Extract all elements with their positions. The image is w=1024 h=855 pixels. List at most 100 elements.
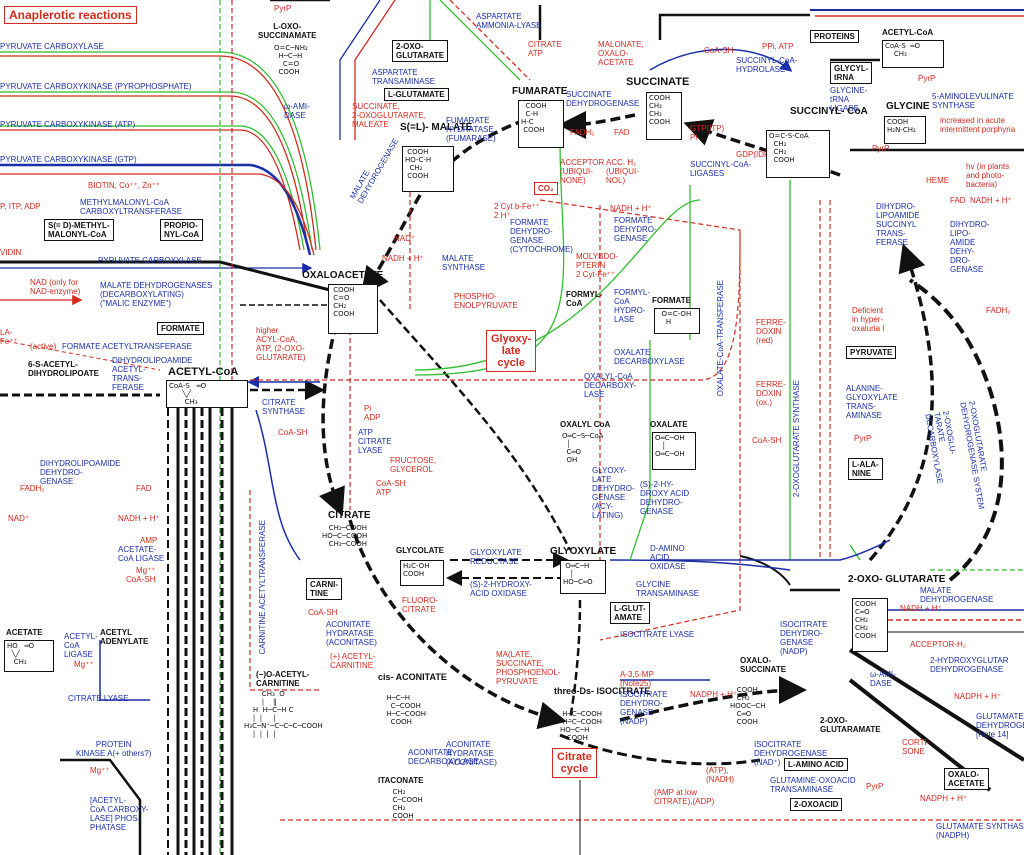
glutamate-dh-note-label: GLUTAMATE DEHYDROGE [Note 14] [976, 712, 1024, 739]
fad-right-label: FAD [950, 196, 966, 205]
acyl-coa-label: higher ACYL-CoA, ATP, (2-OXO- GLUTARATE) [256, 326, 306, 362]
fumarate-title: FUMARATE [512, 86, 568, 97]
oxoglutaramate-label: 2-OXO- GLUTARAMATE [820, 716, 881, 734]
acetate-label: ACETATE [6, 628, 43, 637]
l-amino-acid-box: L-AMINO ACID [784, 758, 848, 771]
succinyl-coa-hydrolase-label: SUCCINYL-CoA- HYDROLASE [736, 56, 798, 74]
o-acetyl-carnitine-structure: CH₃ O | ‖ H H─C─H C | | | H₃C─N⁺─C─C─C─C… [244, 690, 323, 738]
red-dashed-lines [249, 160, 1024, 821]
pyruvate-carboxykinase-gtp-label: PYRUVATE CARBOXYKINASE (GTP) [0, 155, 137, 164]
acceptor-label: ACCEPTOR (UBIQUI- NONE) [560, 158, 605, 185]
formyl-coa-label: FORMYL- CoA [566, 290, 603, 308]
methylmalonyl-transferase-label: METHYLMALONYL-CoA CARBOXYLTRANSFERASE [80, 198, 183, 216]
acetyl-coa-links [0, 304, 330, 561]
formate-dh-label: FORMATE DEHYDRO- GENASE [614, 216, 657, 243]
active-label: (active) [30, 342, 57, 351]
cis-aconitate-structure: H─C─H C─COOH H─C─COOH COOH [386, 694, 426, 726]
malic-enzyme-label: MALATE DEHYDROGENASES (DECARBOXYLATING) … [100, 281, 213, 308]
carnitine-box: CARNI- TINE [306, 578, 342, 600]
pdh-phosphatase-label: [ACETYL- CoA CARBOXY- LASE] PHOS- PHATAS… [90, 796, 149, 832]
acetyl-coa-top-right-structure: CoA-S ═O CH₃ [882, 40, 944, 68]
nad-malic-label: NAD (only for NAD-enzyme) [30, 278, 81, 296]
blue-lines [99, 48, 1024, 701]
fumarase-label: FUMARATE HYDRATASE (FUMARASE) [446, 116, 496, 143]
pyrp-top-label: PyrP [274, 4, 292, 13]
atp-list-label: Pi ADP [364, 404, 381, 422]
itp-adp-label: P, ITP, ADP [0, 202, 41, 211]
methylmalonyl-coa-box: S(= D)-METHYL- MALONYL-CoA [44, 219, 114, 241]
heme-label: HEME [926, 176, 950, 185]
succinate-inhibitors-label: SUCCINATE, 2-OXOGLUTARATE, MALEATE [352, 102, 426, 129]
dld-label: DIHYDROLIPOAMIDE DEHYDRO- GENASE [40, 459, 121, 486]
dlst-label: DIHYDRO- LIPOAMIDE SUCCINYL TRANS- FERAS… [876, 202, 920, 247]
glycyl-trna-box: GLYCYL- tRNA [830, 62, 873, 84]
malate-dh-2-label: MALATE DEHYDROGENASE [920, 586, 994, 604]
atp-citrate-lyase-label: ATP CITRATE LYASE [358, 428, 392, 455]
ferredoxin-ox-label: FERRE- DOXIN (ox.) [756, 380, 786, 407]
glycolate-label: GLYCOLATE [396, 546, 445, 555]
anaplerotic-lines [0, 51, 331, 306]
oxalate-decarboxylase-label: OXALATE DECARBOXYLASE [614, 348, 685, 366]
acetyl-coa-ligase-label: ACETYL- CoA LIGASE [64, 632, 98, 659]
deficient-label: Deficient in hyper- oxaluria I [852, 306, 885, 333]
fad-label-left: FAD [136, 484, 152, 493]
fe-label: LA- Fe⁺⁺ [0, 328, 18, 346]
succinyl-coa-ligases-label: SUCCINYL-CoA- LIGASES [690, 160, 752, 178]
biotin-label: BIOTIN, Co⁺⁺, Zn⁺⁺ [88, 181, 161, 190]
hydroxyacid-dh-label: (S)-2-HY- DROXY ACID DEHYDRO- GENASE [640, 480, 690, 516]
w-amidase-2-label: ω-AMI- DASE [870, 670, 896, 688]
nadh-right-label: NADH + H⁺ [970, 196, 1012, 205]
glutamate-synthase-label: GLUTAMATE SYNTHASE (NADPH) [936, 822, 1024, 840]
oxalosuccinate-structure: COOH CH₂ HOOC─CH C═O COOH [730, 686, 766, 726]
formate-dh-cyt-label: FORMATE DEHYDRO- GENASE (CYTOCHROME) [510, 218, 573, 254]
succinyl-coa-title: SUCCINYL- CoA [790, 106, 868, 117]
proteins-box: PROTEINS [810, 30, 859, 43]
succinate-title: SUCCINATE [626, 76, 690, 88]
oxoglutarate-title: 2-OXO- GLUTARATE [848, 574, 946, 585]
amp-low-label: (AMP at low CITRATE),(ADP) [654, 788, 715, 806]
coash-atp-label: CoA-SH ATP [376, 479, 406, 497]
nadph-right-label: NADPH + H⁺ [954, 692, 1002, 701]
oxoglutarate-top-box: 2-OXO- GLUTARATE [392, 40, 449, 62]
l-oxo-succinamate-label: L-OXO- SUCCINAMATE [258, 22, 317, 40]
d-amino-acid-oxidase-label: D-AMINO ACID OXIDASE [650, 544, 686, 571]
coash-cs-label: CoA-SH [278, 428, 308, 437]
avidin-label: VIDIN [0, 248, 22, 257]
l-glutamate-mid-box: L-GLUT- AMATE [610, 602, 650, 624]
pyruvate-carboxykinase-atp-label: PYRUVATE CARBOXYKINASE (ATP) [0, 120, 136, 129]
nadh-ogdh-label: NADH + H⁺ [900, 604, 942, 613]
cortisone-label: CORTI- SONE [902, 738, 930, 756]
carnitine-acetyltransferase-label: CARNITINE ACETYLTRANSFERASE [258, 520, 267, 655]
fructose-glycerol-label: FRUCTOSE, GLYCEROL [390, 456, 437, 474]
o-acetyl-carnitine-label: (−)O-ACETYL- CARNITINE [256, 670, 310, 688]
oxalyl-coa-structure: O═C─S─CoA │ C═O OH [562, 432, 604, 464]
pyruvate-carboxylase-2-label: PYRUVATE CARBOXYLASE [98, 256, 202, 265]
acetyl-coa-top-right-label: ACETYL-CoA [882, 28, 934, 37]
formate-acetyltransferase-label: FORMATE ACETYLTRANSFERASE [62, 342, 192, 351]
phosphoenolpyruvate-label: PHOSPHO- ENOLPYRUVATE [454, 292, 518, 310]
formyl-coa-hydrolase-label: FORMYL- CoA HYDRO- LASE [614, 288, 650, 324]
atp-nadh-label: (ATP), (NADH) [706, 766, 734, 784]
fad-sdh-label: FAD [614, 128, 630, 137]
gtp-label: GTP(ITP) Pi [690, 124, 725, 142]
black-solid-lines [60, 0, 1024, 855]
dlta-label: DIHYDROLIPOAMIDE ACETYL- TRANS- FERASE [112, 356, 193, 392]
glutamine-transaminase-label: GLUTAMINE-OXOACID TRANSAMINASE [770, 776, 856, 794]
acetate-coa-ligase-label: ACETATE- CoA LIGASE [118, 545, 165, 563]
oxaloacetate-structure: COOH C=O CH₂ COOH [328, 284, 378, 334]
oxoglutarate-synthase-label: 2-OXOGLUTARATE SYNTHASE [792, 380, 801, 498]
succinate-structure: COOH CH₂ CH₂ COOH [646, 92, 682, 140]
idh-nad-label: ISOCITRATE DEHYDROGENASE (NAD⁺) [754, 740, 828, 767]
fadh2-label-left: FADH₂ [20, 484, 45, 493]
isocitrate-lyase-label: ISOCITRATE LYASE [620, 630, 695, 639]
glyoxylate-lines [379, 299, 791, 721]
glycine-trna-ligase-label: GLYCINE- tRNA LIGASE [830, 86, 868, 113]
fadh2-sdh-label: FADH₂ [570, 128, 595, 137]
pyrp-ala-label: PyrP [854, 434, 872, 443]
citrate-lyase-2-label: CITRATE LYASE [68, 694, 129, 703]
mg-label-3: Mg⁺⁺ [90, 766, 110, 775]
dihydrolipoate-label: 6-S-ACETYL- DIHYDROLIPOATE [28, 360, 99, 378]
acetyl-carnitine-label: (+) ACETYL- CARNITINE [330, 652, 376, 670]
hydroxyglutarate-dh-label: 2-HYDROXYGLUTAR DEHYDROGENASE [930, 656, 1009, 674]
